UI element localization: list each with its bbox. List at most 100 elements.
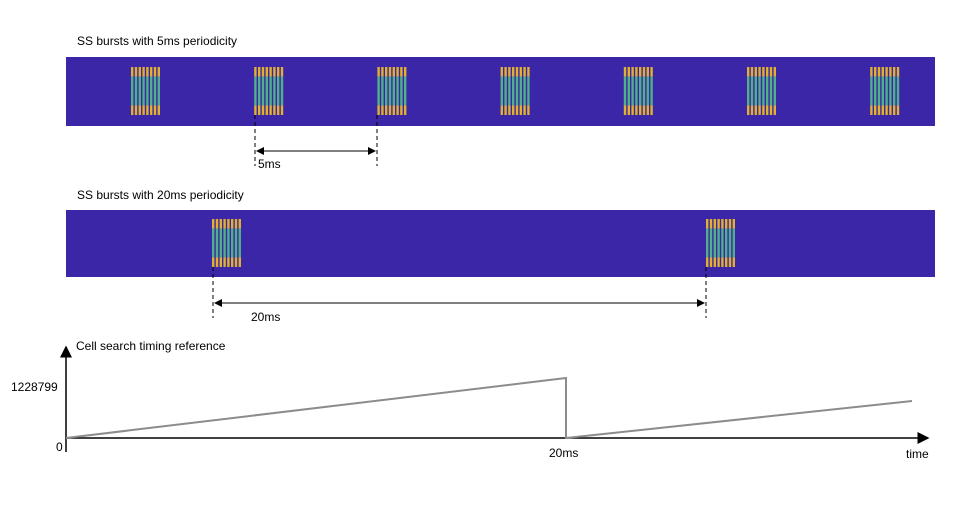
beam-segment — [385, 67, 388, 77]
beam-segment — [754, 76, 757, 106]
beam-segment — [392, 105, 395, 115]
beam-segment — [153, 67, 157, 77]
beam-segment — [631, 76, 634, 106]
beam-segment — [223, 257, 226, 267]
top-title: SS bursts with 5ms periodicity — [77, 34, 238, 48]
beam-segment — [635, 105, 638, 115]
beam-segment — [377, 76, 380, 106]
beam-segment — [874, 67, 877, 77]
beam-segment — [234, 219, 238, 229]
beam-segment — [134, 105, 138, 115]
beam-segment — [504, 67, 507, 77]
beam-segment — [646, 76, 649, 106]
beam-segment — [142, 67, 145, 77]
middle-interval-label: 20ms — [251, 310, 281, 324]
beam-segment — [725, 228, 728, 258]
x-axis-label: time — [906, 447, 929, 461]
beam-segment — [157, 76, 160, 106]
beam-segment — [500, 76, 503, 106]
beam-segment — [877, 76, 881, 106]
beam-segment — [258, 105, 261, 115]
beam-segment — [254, 105, 257, 115]
beam-segment — [400, 105, 403, 115]
beam-segment — [769, 67, 773, 77]
beam-segment — [238, 228, 241, 258]
beam-segment — [381, 76, 384, 106]
beam-segment — [219, 257, 222, 267]
ss-burst-5ms — [500, 67, 530, 115]
beam-segment — [385, 76, 388, 106]
beam-segment — [212, 257, 215, 267]
beam-segment — [646, 67, 649, 77]
beam-segment — [150, 76, 153, 106]
beam-segment — [762, 105, 765, 115]
beam-segment — [721, 228, 724, 258]
beam-segment — [138, 67, 141, 77]
beam-segment — [377, 67, 380, 77]
beam-segment — [381, 67, 384, 77]
beam-segment — [766, 76, 769, 106]
beam-segment — [131, 105, 134, 115]
beam-segment — [269, 67, 272, 77]
beam-segment — [728, 228, 732, 258]
y-zero-label: 0 — [56, 440, 63, 454]
beam-segment — [512, 67, 515, 77]
beam-segment — [515, 76, 519, 106]
beam-segment — [381, 105, 384, 115]
beam-segment — [642, 105, 646, 115]
beam-segment — [277, 105, 280, 115]
beam-segment — [146, 67, 149, 77]
beam-segment — [635, 76, 638, 106]
beam-segment — [404, 67, 407, 77]
beam-segment — [877, 67, 881, 77]
beam-segment — [523, 105, 526, 115]
beam-segment — [212, 228, 215, 258]
beam-segment — [150, 67, 153, 77]
beam-segment — [388, 76, 392, 106]
beam-segment — [885, 105, 888, 115]
beam-segment — [508, 105, 511, 115]
beam-segment — [893, 67, 896, 77]
beam-segment — [273, 105, 276, 115]
beam-segment — [893, 76, 896, 106]
beam-segment — [215, 219, 219, 229]
beam-segment — [750, 76, 754, 106]
beam-segment — [870, 105, 873, 115]
beam-segment — [515, 67, 519, 77]
beam-segment — [713, 228, 716, 258]
beam-segment — [385, 105, 388, 115]
beam-segment — [396, 67, 399, 77]
beam-segment — [231, 219, 234, 229]
beam-segment — [889, 105, 892, 115]
beam-segment — [747, 76, 750, 106]
beam-segment — [773, 67, 776, 77]
beam-segment — [717, 257, 720, 267]
beam-segment — [153, 105, 157, 115]
beam-segment — [512, 105, 515, 115]
ss-burst-20ms — [706, 219, 735, 267]
middle-title: SS bursts with 20ms periodicity — [77, 188, 244, 202]
beam-segment — [766, 67, 769, 77]
beam-segment — [762, 67, 765, 77]
beam-segment — [896, 76, 900, 106]
beam-segment — [725, 257, 728, 267]
beam-segment — [870, 76, 873, 106]
beam-segment — [650, 105, 653, 115]
beam-segment — [896, 67, 900, 77]
beam-segment — [146, 105, 149, 115]
beam-segment — [223, 228, 226, 258]
beam-segment — [234, 228, 238, 258]
beam-segment — [400, 76, 403, 106]
beam-segment — [747, 67, 750, 77]
beam-segment — [238, 257, 241, 267]
beam-segment — [231, 257, 234, 267]
beam-segment — [631, 67, 634, 77]
beam-segment — [261, 76, 265, 106]
beam-segment — [713, 219, 716, 229]
beam-segment — [754, 105, 757, 115]
beam-segment — [709, 219, 713, 229]
beam-segment — [388, 67, 392, 77]
beam-segment — [642, 76, 646, 106]
beam-segment — [639, 105, 642, 115]
beam-segment — [142, 76, 145, 106]
